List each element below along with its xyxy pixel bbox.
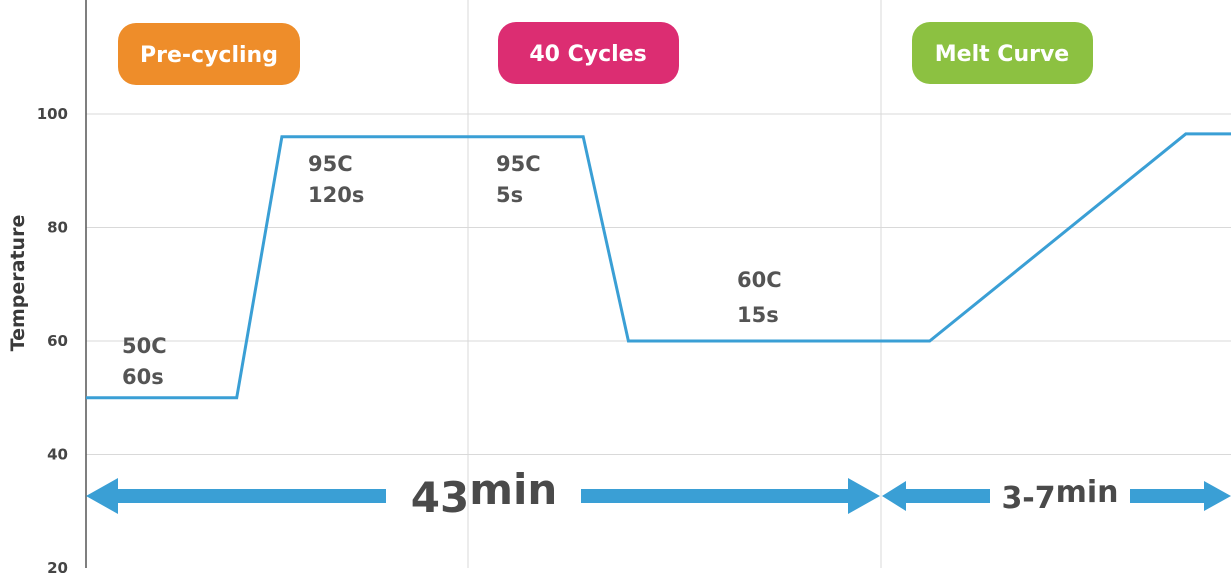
y-tick-20: 20: [47, 559, 68, 576]
annotation-60c-time: 15s: [737, 303, 779, 327]
stage-pill-40-cycles: 40 Cycles: [498, 22, 679, 84]
annotation-95c-5s-temp: 95C: [496, 152, 541, 176]
horizontal-gridlines: [86, 113, 1231, 455]
y-axis-label: Temperature: [7, 215, 29, 352]
stage-label-melt-curve: Melt Curve: [935, 42, 1069, 67]
stage-pill-precycling: Pre-cycling: [118, 23, 300, 85]
annotation-50c-temp: 50C: [122, 334, 167, 358]
duration-arrow-43min: [86, 478, 880, 514]
annotation-50c-time: 60s: [122, 365, 164, 389]
annotation-95c-120s-time: 120s: [308, 183, 364, 207]
y-tick-labels: 20 40 60 80 100: [37, 105, 68, 576]
stage-label-40-cycles: 40 Cycles: [529, 42, 646, 67]
stage-label-precycling: Pre-cycling: [140, 43, 278, 68]
y-tick-100: 100: [37, 105, 68, 123]
duration-3-7min: 3-7min: [1001, 475, 1118, 516]
annotation-60c-temp: 60C: [737, 268, 782, 292]
y-tick-80: 80: [47, 219, 68, 237]
temperature-profile-line: [86, 132, 1231, 400]
stage-pill-melt-curve: Melt Curve: [912, 22, 1093, 84]
y-tick-60: 60: [47, 332, 68, 350]
annotation-95c-5s-time: 5s: [496, 183, 523, 207]
duration-43min: 43min: [411, 465, 558, 522]
y-tick-40: 40: [47, 446, 68, 464]
duration-arrow-3-7min: [882, 481, 1231, 511]
annotation-95c-120s-temp: 95C: [308, 152, 353, 176]
